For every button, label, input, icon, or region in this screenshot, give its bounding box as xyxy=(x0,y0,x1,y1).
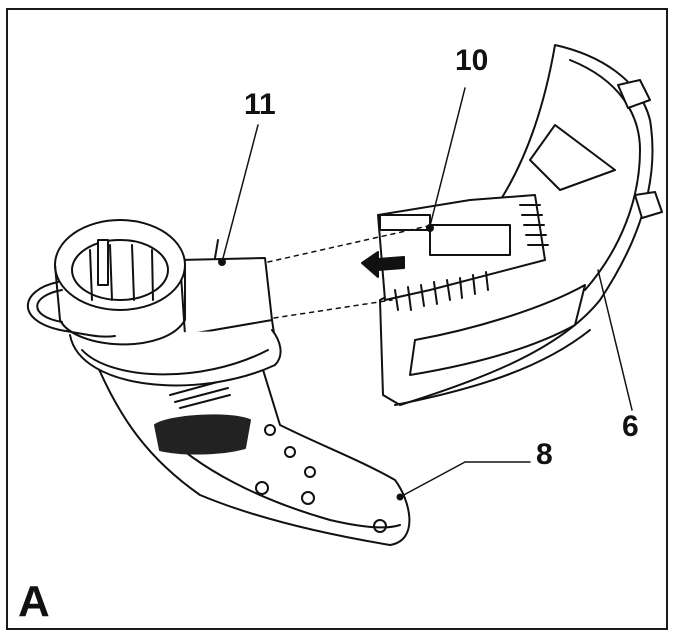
callout-6: 6 xyxy=(622,410,639,443)
motor-housing xyxy=(27,219,411,546)
callout-10: 10 xyxy=(455,44,489,77)
alignment-lines xyxy=(267,225,429,319)
callout-8: 8 xyxy=(536,438,553,471)
callout-11: 11 xyxy=(244,88,276,121)
panel-label: A xyxy=(18,577,50,626)
guard-part xyxy=(377,44,663,406)
leader-lines xyxy=(221,87,633,498)
direction-arrow-icon xyxy=(361,251,405,278)
